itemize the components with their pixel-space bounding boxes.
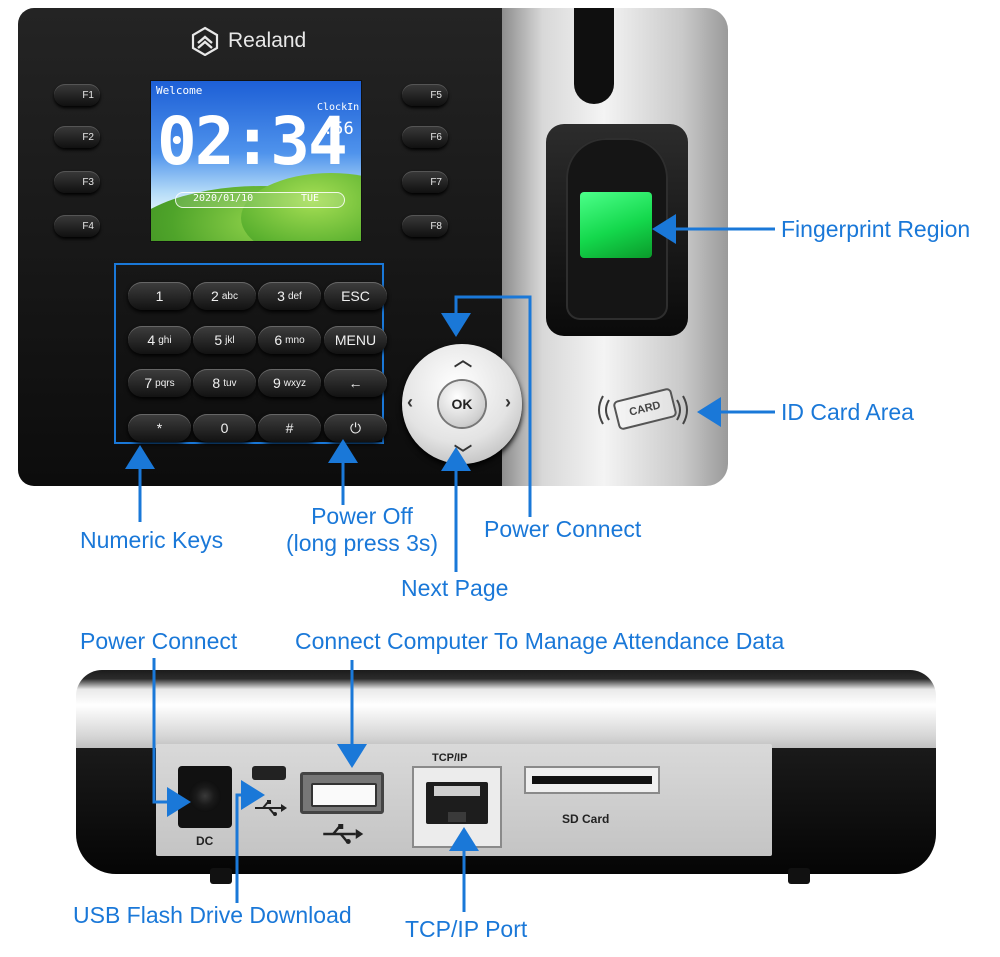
key-label: 8 <box>212 375 221 391</box>
keypad-key-3-1[interactable]: 0 <box>193 414 256 442</box>
key-label: 6 <box>274 332 283 348</box>
screen-time: 02:34 <box>157 103 348 180</box>
f2-key[interactable]: F2 <box>54 126 100 148</box>
f6-key[interactable]: F6 <box>402 126 448 148</box>
rj45-port[interactable] <box>412 766 502 848</box>
device-front: Realand F1 F2 F3 F4 F5 F6 F7 F8 Welcome … <box>18 8 728 488</box>
date-bar <box>175 192 345 208</box>
key-sublabel: def <box>287 290 302 302</box>
keypad-key-3-2[interactable]: # <box>258 414 321 442</box>
keypad-key-3-3[interactable]: ⏻ <box>324 414 387 442</box>
callout-next-page: Next Page <box>401 575 509 601</box>
screen-welcome: Welcome <box>156 84 203 97</box>
keypad-key-3-0[interactable]: * <box>128 414 191 442</box>
fingerprint-sensor <box>546 124 688 336</box>
screen-weekday: TUE <box>301 193 320 204</box>
back-top-shell <box>76 670 936 758</box>
brand-logo: Realand <box>190 26 306 56</box>
f3-key[interactable]: F3 <box>54 171 100 193</box>
callout-power-connect-front: Power Connect <box>484 516 642 542</box>
key-sublabel: pqrs <box>155 377 175 389</box>
fingerprint-window[interactable] <box>580 192 652 258</box>
screen-date: 2020/01/10 <box>193 193 254 204</box>
key-label: 2 <box>211 288 219 304</box>
callout-power-off-line2: (long press 3s) <box>285 530 439 556</box>
mini-usb-port[interactable] <box>252 766 286 780</box>
key-label: * <box>156 420 163 436</box>
numeric-keypad-highlight <box>114 263 384 444</box>
left-arrow-icon[interactable]: ‹ <box>407 392 413 412</box>
dc-label: DC <box>196 834 214 848</box>
keypad-key-1-3[interactable]: MENU <box>324 326 387 354</box>
rfid-wave-icon <box>598 395 688 425</box>
key-label: 3 <box>277 288 285 304</box>
key-sublabel: wxyz <box>283 377 307 389</box>
usb-a-port[interactable] <box>300 772 384 814</box>
sd-card-label: SD Card <box>562 812 610 826</box>
callout-tcpip-port: TCP/IP Port <box>405 916 528 942</box>
screen-seconds: :56 <box>323 119 354 139</box>
device-back: DC TCP/IP <box>70 668 940 886</box>
key-sublabel: jkl <box>225 334 235 346</box>
usb-symbol-icon <box>323 824 364 844</box>
key-sublabel: mno <box>285 334 305 346</box>
tcpip-label: TCP/IP <box>432 752 468 764</box>
f1-key[interactable]: F1 <box>54 84 100 106</box>
callout-power-off: Power Off (long press 3s) <box>272 503 452 557</box>
key-sublabel: tuv <box>223 377 237 389</box>
right-arrow-icon[interactable]: › <box>505 392 511 412</box>
keypad-key-0-0[interactable]: 1 <box>128 282 191 310</box>
key-label: 7 <box>144 375 153 391</box>
sd-card-slot[interactable] <box>524 766 660 794</box>
key-label: 5 <box>214 332 223 348</box>
callout-fingerprint-region: Fingerprint Region <box>781 216 971 242</box>
f5-key[interactable]: F5 <box>402 84 448 106</box>
top-slot <box>574 8 614 104</box>
key-label: 9 <box>272 375 281 391</box>
f8-key[interactable]: F8 <box>402 215 448 237</box>
brand-name: Realand <box>228 29 307 52</box>
f7-key[interactable]: F7 <box>402 171 448 193</box>
key-label: MENU <box>334 332 377 348</box>
key-label: 0 <box>220 420 229 436</box>
callout-usb-flash-drive: USB Flash Drive Download <box>73 902 352 928</box>
keypad-key-2-3[interactable]: ← <box>324 369 387 397</box>
f4-key[interactable]: F4 <box>54 215 100 237</box>
key-label: ESC <box>341 288 370 304</box>
key-label: 1 <box>155 288 164 304</box>
key-label: # <box>285 420 294 436</box>
callout-power-connect-back: Power Connect <box>80 628 238 654</box>
lcd-screen: Welcome ClockIn 02:34 :56 2020/01/10 TUE <box>150 80 362 242</box>
key-label: 4 <box>147 332 156 348</box>
key-label: ← <box>348 375 363 391</box>
key-sublabel: abc <box>221 290 238 302</box>
screen-clockin: ClockIn <box>317 102 360 113</box>
callout-id-card-area: ID Card Area <box>781 399 914 425</box>
callout-connect-computer: Connect Computer To Manage Attendance Da… <box>295 628 785 654</box>
callout-power-off-line1: Power Off <box>311 503 413 529</box>
keypad-key-0-3[interactable]: ESC <box>324 282 387 310</box>
rj45-contacts-icon <box>434 786 480 822</box>
key-label: ⏻ <box>349 419 362 436</box>
up-arrow-icon[interactable]: ︿ <box>454 350 472 370</box>
realand-logo-icon <box>191 26 219 56</box>
key-sublabel: ghi <box>158 334 172 346</box>
ok-button[interactable]: OK <box>439 381 485 427</box>
callout-numeric-keys: Numeric Keys <box>80 527 224 553</box>
